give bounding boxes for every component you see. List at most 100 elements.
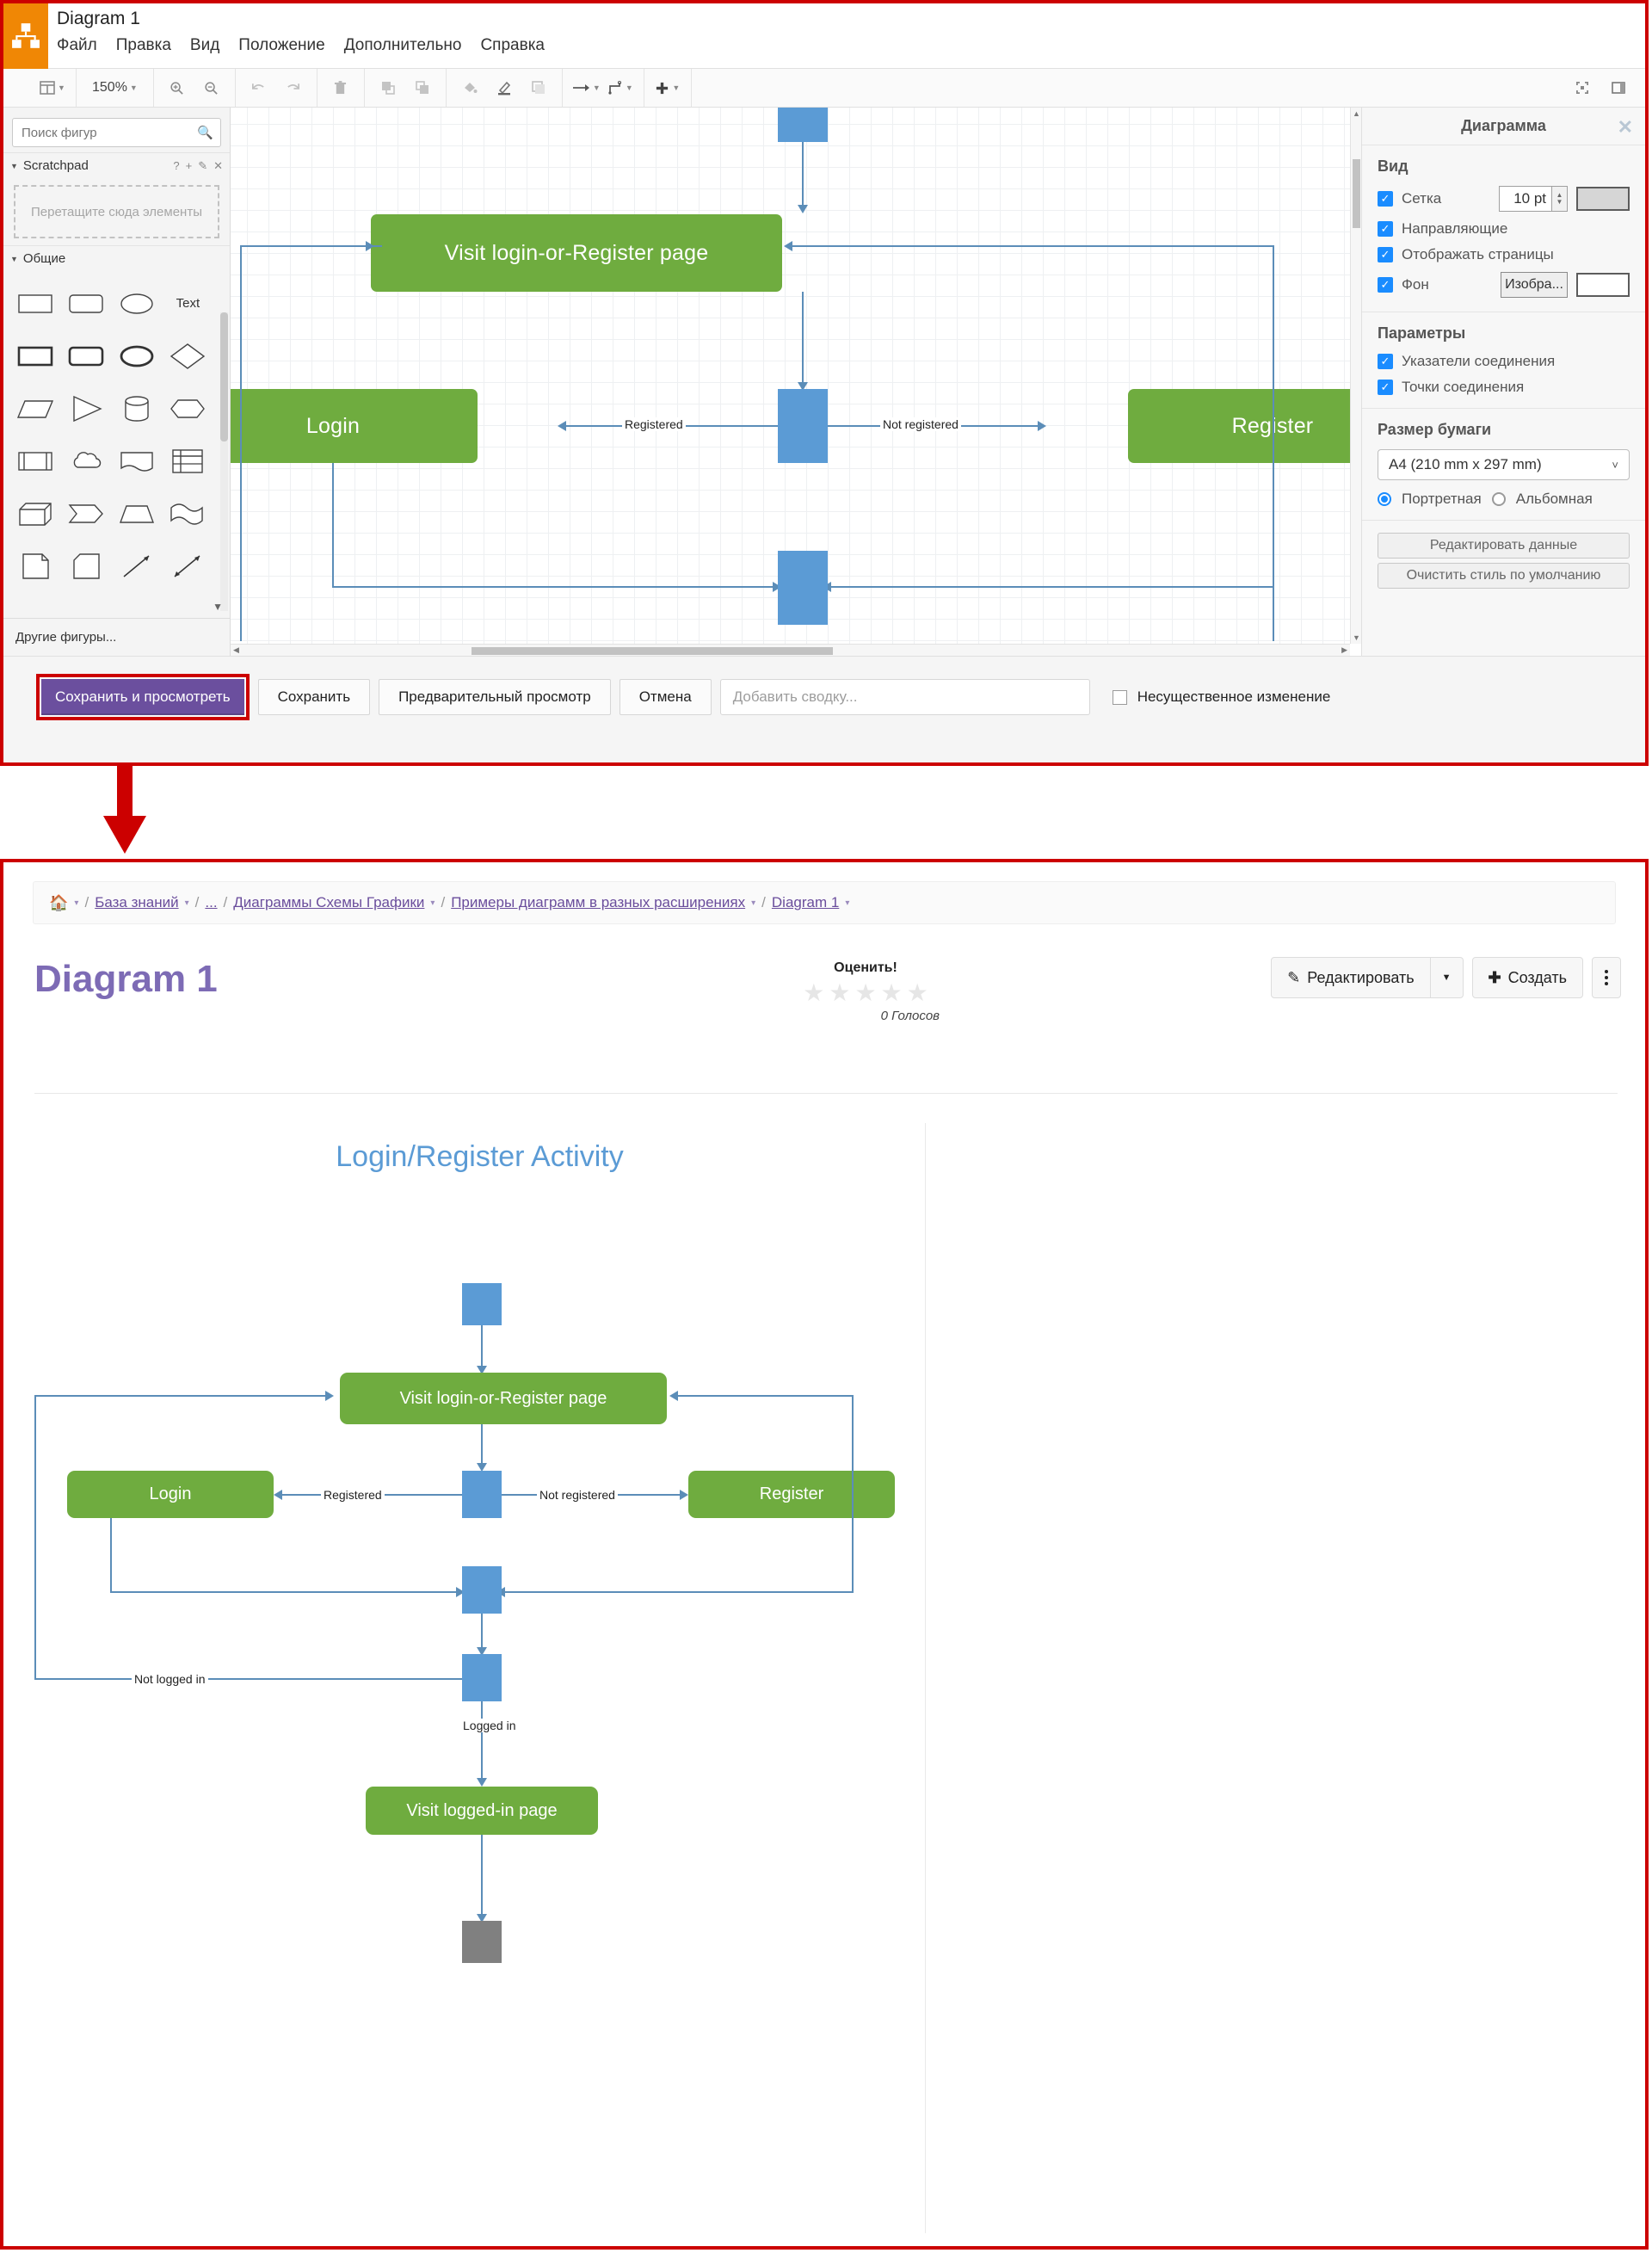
diamond-shape[interactable] bbox=[165, 332, 211, 380]
guides-checkbox[interactable]: ✓ bbox=[1378, 221, 1393, 237]
minor-edit-checkbox[interactable] bbox=[1112, 689, 1127, 705]
connection-caret-icon[interactable]: ▼ bbox=[592, 83, 601, 92]
menu-item-extras[interactable]: Дополнительно bbox=[343, 36, 462, 54]
connection-arrows-checkbox[interactable]: ✓ bbox=[1378, 354, 1393, 369]
breadcrumb-item-current[interactable]: Diagram 1 bbox=[771, 894, 840, 910]
rounded-rectangle-shape[interactable] bbox=[63, 280, 108, 327]
search-icon[interactable]: 🔍 bbox=[197, 126, 213, 140]
diagram-node-login[interactable]: Login bbox=[231, 389, 478, 463]
parallelogram-shape[interactable] bbox=[12, 385, 58, 432]
breadcrumb-caret-0-icon[interactable]: ▾ bbox=[74, 898, 79, 908]
zoom-caret-icon[interactable]: ▼ bbox=[129, 83, 138, 92]
pages-checkbox[interactable]: ✓ bbox=[1378, 247, 1393, 262]
toggle-format-panel-icon[interactable] bbox=[1604, 74, 1633, 102]
process-shape[interactable] bbox=[12, 437, 58, 485]
waypoints-caret-icon[interactable]: ▼ bbox=[625, 83, 633, 92]
create-button[interactable]: ✚ Создать bbox=[1471, 957, 1583, 998]
shadow-icon[interactable] bbox=[524, 74, 553, 102]
diagram-node-fork1[interactable] bbox=[778, 389, 828, 463]
close-icon[interactable]: ✕ bbox=[1617, 116, 1633, 138]
diagram-node-start[interactable] bbox=[778, 108, 828, 142]
menu-item-view[interactable]: Вид bbox=[189, 36, 220, 54]
plus-icon[interactable]: ▼ bbox=[653, 74, 682, 102]
table-shape[interactable] bbox=[165, 437, 211, 485]
zoom-out-icon[interactable] bbox=[197, 74, 226, 102]
diagram-node-visit-login-or-register[interactable]: Visit login-or-Register page bbox=[371, 214, 782, 292]
cloud-shape[interactable] bbox=[63, 437, 108, 485]
chevron-down-icon[interactable]: ▼ bbox=[10, 161, 18, 170]
edit-data-button[interactable]: Редактировать данные bbox=[1378, 533, 1630, 559]
portrait-radio[interactable] bbox=[1378, 492, 1391, 506]
step-shape[interactable] bbox=[63, 490, 108, 537]
cube-shape[interactable] bbox=[12, 490, 58, 537]
breadcrumb-caret-1-icon[interactable]: ▾ bbox=[184, 898, 189, 908]
cylinder-shape[interactable] bbox=[114, 385, 160, 432]
preview-button[interactable]: Предварительный просмотр bbox=[379, 679, 611, 715]
background-image-button[interactable]: Изобра... bbox=[1501, 272, 1568, 298]
ellipse-shape[interactable] bbox=[114, 280, 160, 327]
double-rounded-rectangle-shape[interactable] bbox=[63, 332, 108, 380]
cancel-button[interactable]: Отмена bbox=[619, 679, 712, 715]
background-checkbox[interactable]: ✓ bbox=[1378, 277, 1393, 293]
add-icon[interactable]: + bbox=[185, 158, 193, 172]
help-icon[interactable]: ? bbox=[173, 158, 180, 172]
close-icon[interactable]: ✕ bbox=[213, 158, 223, 172]
background-color-swatch[interactable] bbox=[1576, 273, 1630, 297]
editor-canvas[interactable]: Visit login-or-Register page Registered … bbox=[231, 108, 1361, 656]
connection-points-checkbox[interactable]: ✓ bbox=[1378, 380, 1393, 395]
edit-dropdown-button[interactable]: ▼ bbox=[1430, 957, 1464, 998]
shapes-scrollbar-track[interactable] bbox=[220, 312, 228, 611]
scroll-up-icon[interactable]: ▲ bbox=[1353, 109, 1360, 118]
scratchpad-section-header[interactable]: ▼ Scratchpad ? + ✎ ✕ bbox=[3, 152, 230, 178]
save-button[interactable]: Сохранить bbox=[257, 679, 371, 715]
menu-item-help[interactable]: Справка bbox=[480, 36, 545, 54]
chevron-down-icon[interactable]: ▼ bbox=[213, 601, 223, 613]
note-shape[interactable] bbox=[12, 542, 58, 589]
line-color-icon[interactable] bbox=[490, 74, 519, 102]
horizontal-scroll-thumb[interactable] bbox=[472, 647, 833, 655]
breadcrumb-caret-4-icon[interactable]: ▾ bbox=[751, 898, 756, 908]
diagram-node-join1[interactable] bbox=[778, 551, 828, 625]
breadcrumb-caret-3-icon[interactable]: ▾ bbox=[430, 898, 435, 908]
star-icon-1[interactable]: ★ bbox=[803, 979, 825, 1006]
save-and-view-button[interactable]: Сохранить и просмотреть bbox=[41, 679, 244, 715]
double-rectangle-shape[interactable] bbox=[12, 332, 58, 380]
zoom-in-icon[interactable] bbox=[163, 74, 192, 102]
shape-search-box[interactable]: 🔍 bbox=[12, 118, 221, 147]
card-shape[interactable] bbox=[63, 542, 108, 589]
canvas-horizontal-scrollbar[interactable]: ◀ ▶ bbox=[231, 644, 1350, 656]
breadcrumb-item-knowledge-base[interactable]: База знаний bbox=[95, 894, 179, 910]
general-section-header[interactable]: ▼ Общие bbox=[3, 245, 230, 271]
scroll-right-icon[interactable]: ▶ bbox=[1341, 645, 1347, 654]
double-ellipse-shape[interactable] bbox=[114, 332, 160, 380]
canvas-vertical-scrollbar[interactable]: ▲ ▼ bbox=[1350, 108, 1361, 644]
fill-bucket-icon[interactable] bbox=[455, 74, 484, 102]
bring-to-front-icon[interactable] bbox=[373, 74, 403, 102]
grid-size-stepper[interactable]: ▲▼ bbox=[1552, 186, 1568, 212]
redo-icon[interactable] bbox=[279, 74, 308, 102]
undo-icon[interactable] bbox=[244, 74, 274, 102]
document-shape[interactable] bbox=[114, 437, 160, 485]
send-to-back-icon[interactable] bbox=[408, 74, 437, 102]
more-actions-button[interactable] bbox=[1592, 957, 1621, 998]
grid-color-swatch[interactable] bbox=[1576, 187, 1630, 211]
waypoints-icon[interactable]: ▼ bbox=[606, 74, 635, 102]
paper-size-select[interactable]: A4 (210 mm x 297 mm) ˅ bbox=[1378, 449, 1630, 480]
fullscreen-icon[interactable] bbox=[1568, 74, 1597, 102]
home-icon[interactable]: 🏠 bbox=[49, 893, 69, 911]
hexagon-shape[interactable] bbox=[165, 385, 211, 432]
shapes-scrollbar-thumb[interactable] bbox=[220, 312, 228, 441]
shape-search-input[interactable] bbox=[20, 124, 198, 141]
breadcrumb-item-ellipsis[interactable]: ... bbox=[205, 894, 218, 910]
menu-item-file[interactable]: Файл bbox=[57, 36, 97, 54]
diagram-node-register[interactable]: Register bbox=[1128, 389, 1361, 463]
menu-item-edit[interactable]: Правка bbox=[115, 36, 171, 54]
zoom-level-button[interactable]: 150% ▼ bbox=[85, 74, 145, 102]
chevron-down-icon[interactable]: ˅ bbox=[1612, 458, 1618, 472]
grid-size-input[interactable]: 10 pt bbox=[1499, 186, 1552, 212]
edit-icon[interactable]: ✎ bbox=[198, 158, 208, 172]
menu-item-arrange[interactable]: Положение bbox=[238, 36, 325, 54]
vertical-scroll-thumb[interactable] bbox=[1353, 159, 1360, 228]
star-icon-4[interactable]: ★ bbox=[880, 979, 903, 1006]
text-shape[interactable]: Text bbox=[176, 296, 200, 311]
